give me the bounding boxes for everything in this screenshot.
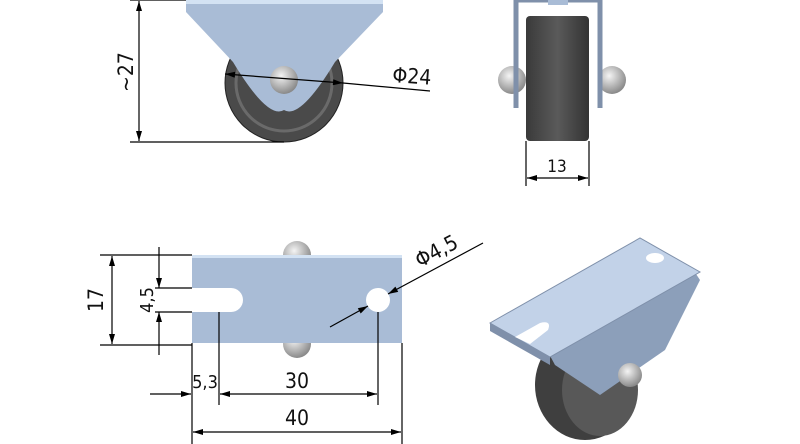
wheel-diameter-label: Φ24 (392, 63, 432, 90)
isometric-view (488, 237, 702, 440)
axle-ball (270, 66, 298, 94)
iso-bracket-side (548, 268, 700, 395)
plate-length-label: 40 (285, 406, 309, 430)
side-bracket (513, 0, 603, 108)
height-dim-label: ~27 (114, 52, 138, 92)
slot (192, 288, 243, 312)
side-wheel (526, 16, 589, 141)
slot-offset-label: 5,3 (192, 372, 218, 393)
mount-hole (366, 288, 390, 312)
side-view: 13 (498, 0, 626, 186)
hole-diameter-label: Φ4,5 (411, 230, 462, 272)
front-bracket (186, 0, 383, 112)
wheel-width-label: 13 (547, 157, 566, 177)
front-view: ~27 Φ24 (114, 0, 432, 143)
slot-width-label: 4,5 (137, 287, 158, 313)
hole-spacing-label: 30 (285, 369, 309, 393)
plate-width-label: 17 (84, 288, 108, 312)
top-view: 17 4,5 5,3 30 40 Φ4,5 (84, 230, 484, 444)
